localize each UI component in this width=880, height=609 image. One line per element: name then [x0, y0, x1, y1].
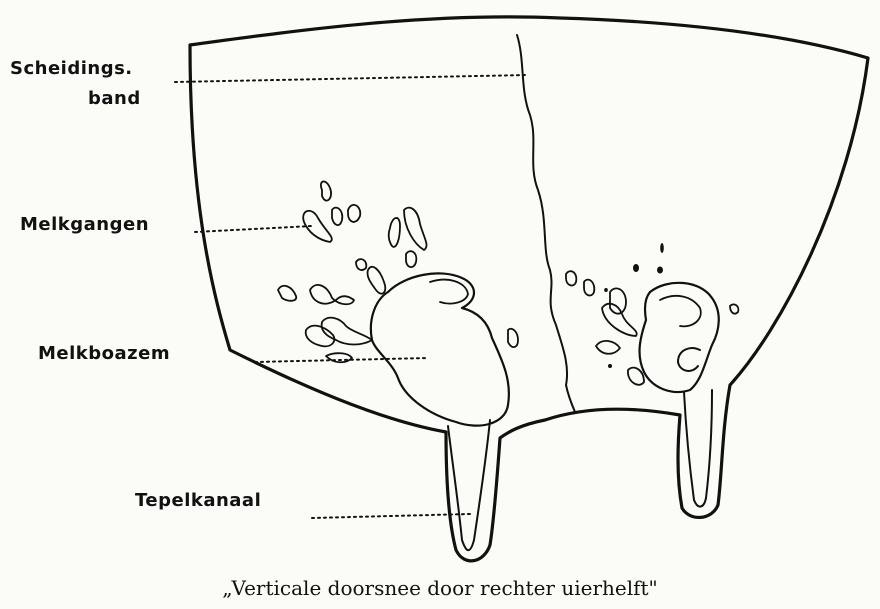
scheidingsband-line: [517, 35, 575, 412]
leader-lines: [175, 75, 528, 518]
label-tepelkanaal: Tepelkanaal: [135, 492, 261, 511]
right-duct-dots: [604, 243, 664, 368]
melkgangen-leader: [195, 226, 312, 232]
tepelkanaal-leader: [312, 514, 470, 518]
left-teat-canal: [448, 420, 490, 550]
right-cistern-inner-curl: [678, 348, 700, 371]
right-teat-canal: [684, 390, 712, 507]
scheidingsband-leader: [175, 75, 528, 82]
left-milk-ducts: [278, 181, 518, 362]
label-scheidingsband-line1: Scheidings.: [10, 60, 133, 79]
label-melkboazem: Melkboazem: [38, 345, 170, 364]
label-melkgangen: Melkgangen: [20, 216, 149, 235]
right-cistern-inner-fold: [660, 296, 701, 326]
figure-caption: „Verticale doorsnee door rechter uierhel…: [0, 576, 880, 600]
right-milk-cistern: [640, 283, 719, 392]
right-milk-ducts: [566, 271, 738, 385]
label-scheidingsband-line2: band: [88, 90, 141, 109]
left-cistern-inner-fold: [430, 280, 468, 304]
left-milk-cistern: [371, 273, 509, 425]
